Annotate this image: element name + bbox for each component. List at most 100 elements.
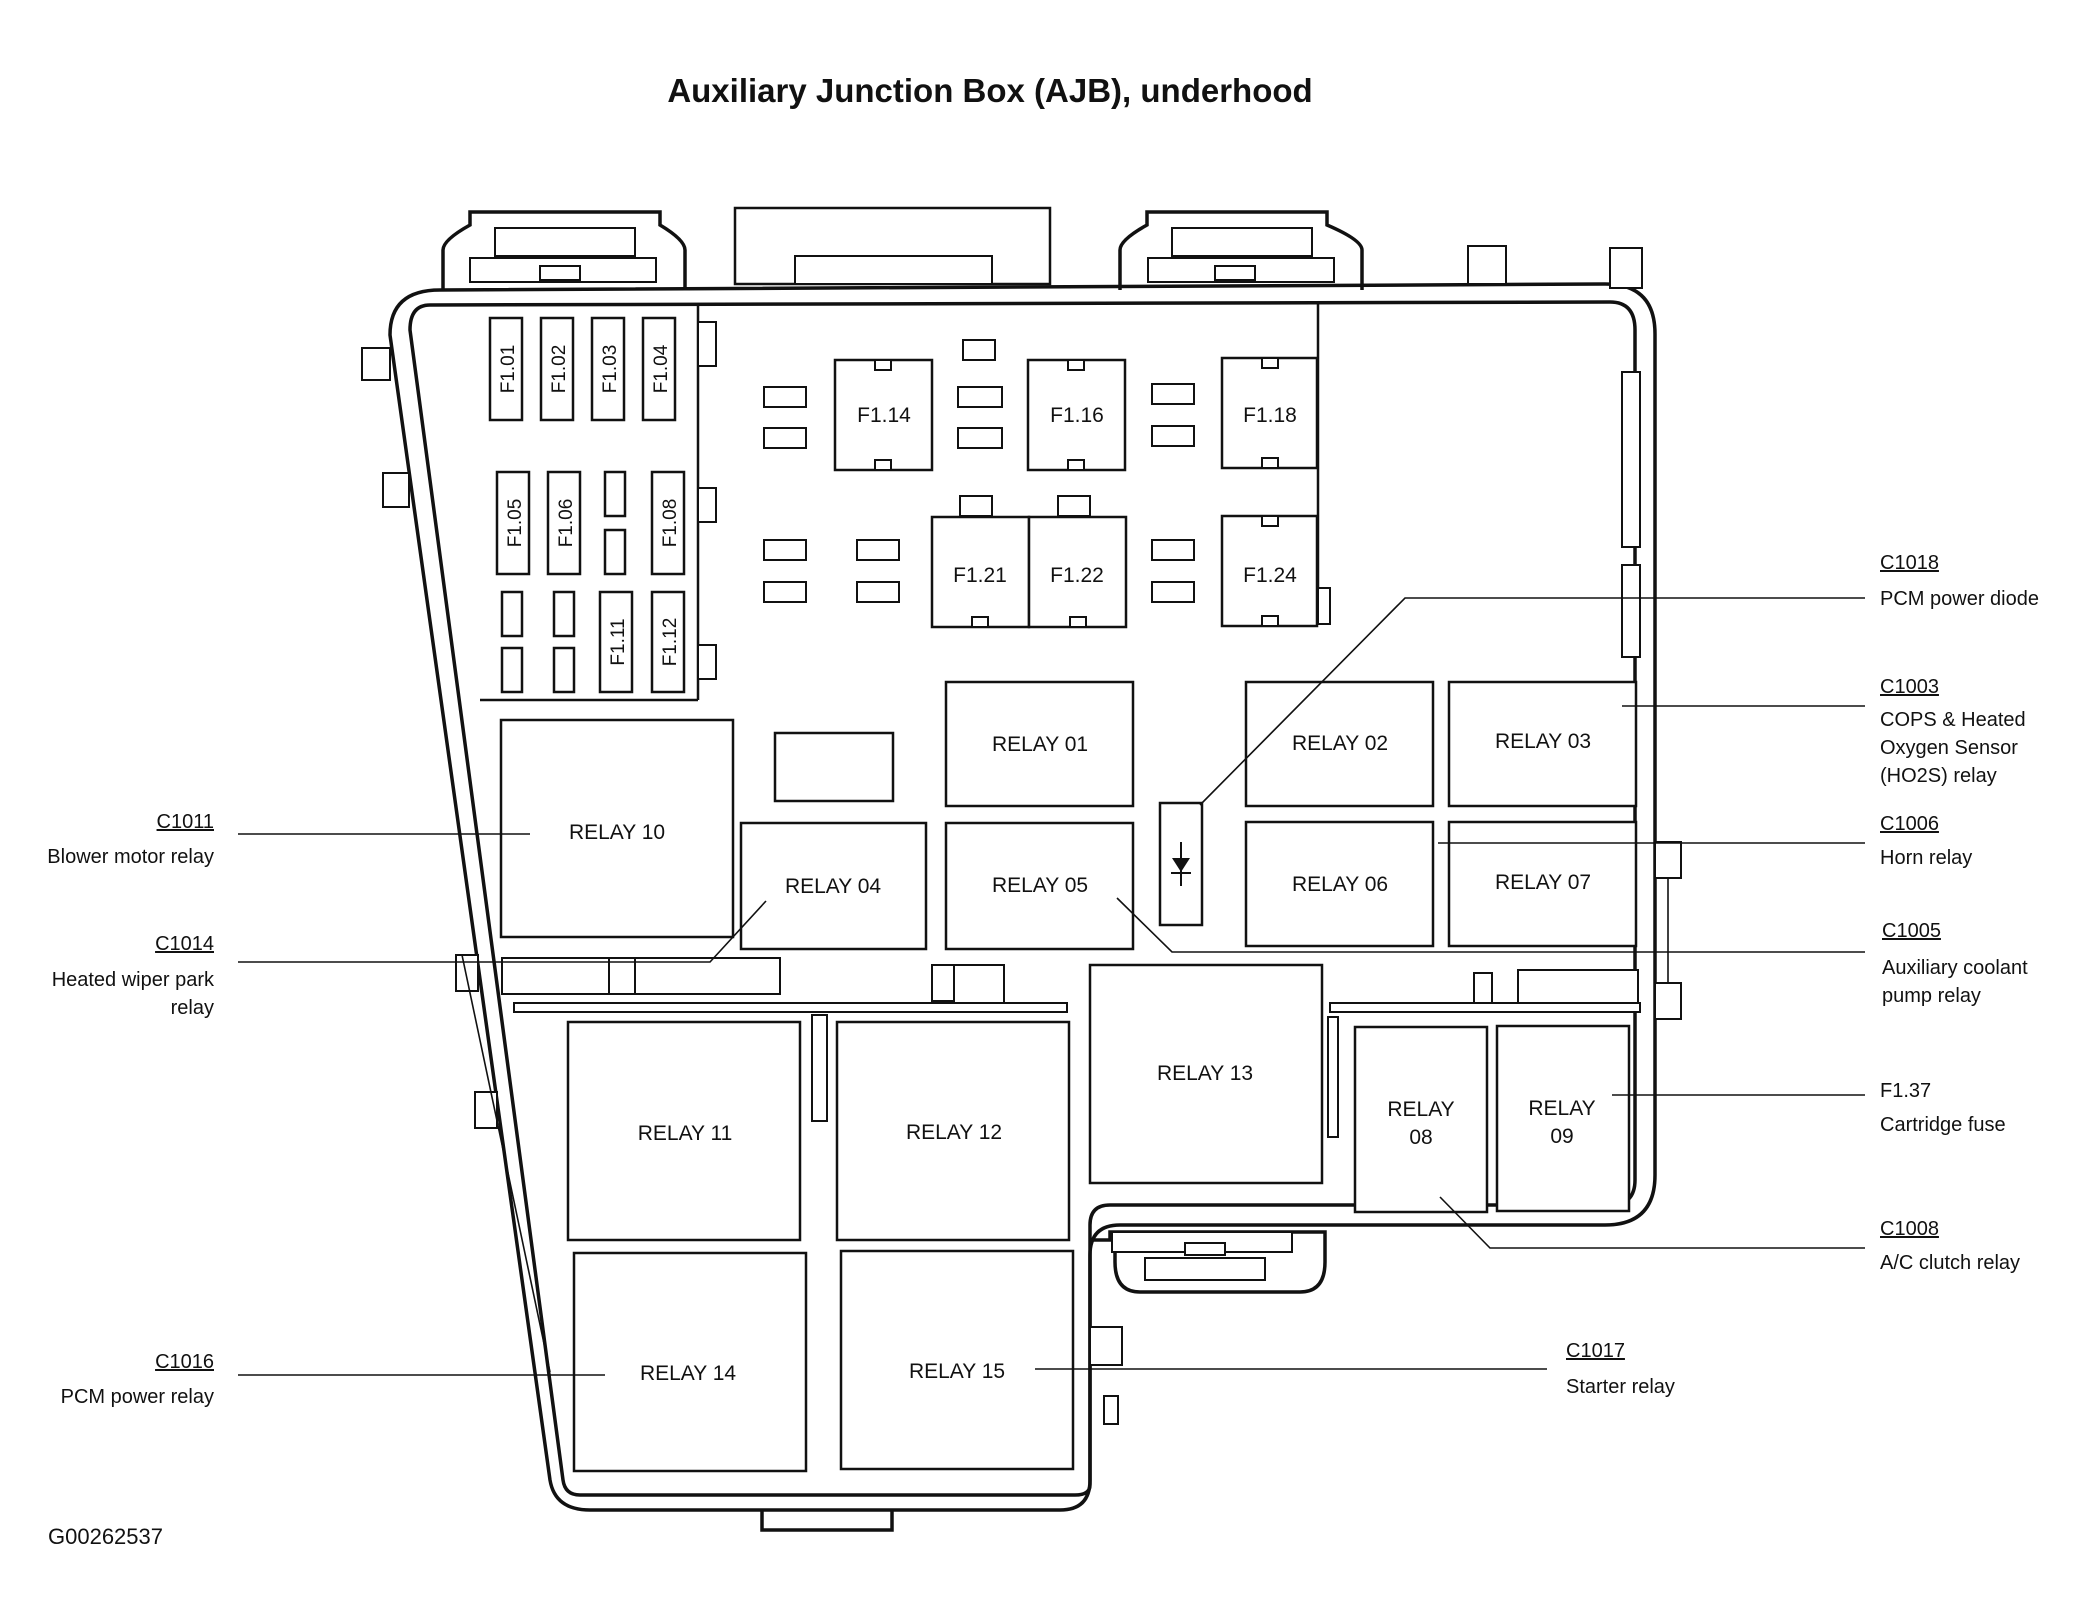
fuse-f121[interactable]: F1.21 bbox=[930, 495, 1031, 629]
fuse-f111-label: F1.11 bbox=[608, 618, 629, 665]
fuse-slot-empty-2[interactable] bbox=[603, 528, 627, 576]
rail-mid-post-2 bbox=[953, 964, 1005, 1004]
callout-c1016: C1016 PCM power relay bbox=[61, 1351, 214, 1408]
right-panel-tab bbox=[1317, 587, 1331, 625]
top-right-latch-nub bbox=[1214, 265, 1256, 281]
left-tab-2 bbox=[382, 472, 410, 508]
slot-d1 bbox=[763, 539, 807, 561]
slot-e1 bbox=[856, 539, 900, 561]
relay-14[interactable]: RELAY 14 bbox=[572, 1251, 808, 1473]
callout-c1017-line1: Starter relay bbox=[1566, 1376, 1675, 1398]
callout-f137: F1.37 Cartridge fuse bbox=[1880, 1080, 2006, 1136]
fuse-f108[interactable]: F1.08 bbox=[650, 470, 686, 576]
fuse-f112-label: F1.12 bbox=[660, 618, 681, 667]
callout-c1017-id: C1017 bbox=[1566, 1340, 1625, 1362]
rail-right-block bbox=[1517, 969, 1639, 1004]
relay-06[interactable]: RELAY 06 bbox=[1244, 820, 1435, 948]
fuse-f102[interactable]: F1.02 bbox=[539, 316, 575, 422]
left-tab-3 bbox=[455, 954, 479, 992]
fuse-f118[interactable]: F1.18 bbox=[1220, 356, 1319, 470]
callout-c1014: C1014 Heated wiper park relay bbox=[52, 933, 215, 1019]
right-rail-2 bbox=[1621, 564, 1641, 658]
figure-id: G00262537 bbox=[48, 1524, 163, 1549]
slot-b2 bbox=[957, 386, 1003, 408]
mini-fuses: F1.01 F1.02 F1.03 F1.04 F1.05 F1.06 F1.0… bbox=[488, 316, 686, 694]
relay-04-label: RELAY 04 bbox=[785, 875, 881, 898]
fuse-f105[interactable]: F1.05 bbox=[495, 470, 531, 576]
callout-c1003: C1003 COPS & Heated Oxygen Sensor (HO2S)… bbox=[1880, 676, 2026, 787]
panels bbox=[480, 302, 1641, 1138]
callout-f137-line1: Cartridge fuse bbox=[1880, 1114, 2006, 1136]
top-right-post-2 bbox=[1609, 247, 1643, 289]
top-left-latch bbox=[441, 210, 687, 290]
fuse-slot-empty-5[interactable] bbox=[552, 590, 576, 638]
housing-bottom-tab bbox=[760, 1510, 894, 1532]
callout-c1014-line1: Heated wiper park bbox=[52, 969, 215, 991]
top-left-latch-nub bbox=[539, 265, 581, 281]
maxi-fuses: F1.14 F1.16 F1.18 F1.21 F1.22 bbox=[763, 339, 1319, 629]
fuse-slot-empty-1[interactable] bbox=[603, 470, 627, 518]
fuse-f104[interactable]: F1.04 bbox=[641, 316, 677, 422]
bottom-right-latch-nub bbox=[1184, 1242, 1226, 1256]
relay-12[interactable]: RELAY 12 bbox=[835, 1020, 1071, 1242]
bottom-right-latch bbox=[1090, 1230, 1327, 1294]
callout-c1003-id: C1003 bbox=[1880, 676, 1939, 698]
relay-15-label: RELAY 15 bbox=[909, 1360, 1005, 1383]
callout-c1018-line1: PCM power diode bbox=[1880, 588, 2039, 610]
relay-10[interactable]: RELAY 10 bbox=[499, 718, 735, 939]
top-right-latch bbox=[1118, 210, 1364, 290]
fuse-f114[interactable]: F1.14 bbox=[833, 358, 934, 472]
callout-c1016-id: C1016 bbox=[155, 1351, 214, 1373]
callout-c1014-id: C1014 bbox=[155, 933, 214, 955]
callout-c1014-line2: relay bbox=[171, 997, 214, 1019]
diode-c1018[interactable] bbox=[1158, 801, 1204, 927]
relay-07[interactable]: RELAY 07 bbox=[1447, 820, 1638, 948]
rail-left-block bbox=[608, 957, 636, 995]
leader-c1008 bbox=[1439, 1196, 1865, 1249]
fuse-f104-label: F1.04 bbox=[651, 344, 672, 393]
fuse-slot-empty-6[interactable] bbox=[552, 646, 576, 694]
relay-06-label: RELAY 06 bbox=[1292, 873, 1388, 896]
fuse-f116-label: F1.16 bbox=[1050, 404, 1104, 427]
relay-13[interactable]: RELAY 13 bbox=[1088, 963, 1324, 1185]
relay-04[interactable]: RELAY 04 bbox=[739, 821, 928, 951]
relay-03[interactable]: RELAY 03 bbox=[1447, 680, 1638, 808]
relay-09-label-1: RELAY bbox=[1528, 1097, 1595, 1120]
slot-b3 bbox=[957, 427, 1003, 449]
fuse-slot-empty-3[interactable] bbox=[500, 590, 524, 638]
callout-c1003-line3: (HO2S) relay bbox=[1880, 765, 1997, 787]
relay-02[interactable]: RELAY 02 bbox=[1244, 680, 1435, 808]
fuse-f124[interactable]: F1.24 bbox=[1220, 514, 1319, 628]
callout-c1003-line1: COPS & Heated bbox=[1880, 709, 2026, 731]
right-tab-2 bbox=[1654, 982, 1682, 1020]
fuse-f122[interactable]: F1.22 bbox=[1027, 495, 1128, 629]
relay-01[interactable]: RELAY 01 bbox=[944, 680, 1135, 808]
fuse-f111[interactable]: F1.11 bbox=[598, 590, 634, 694]
callout-c1008: C1008 A/C clutch relay bbox=[1880, 1218, 2020, 1274]
callout-c1011-id: C1011 bbox=[157, 811, 214, 833]
divider-1 bbox=[811, 1014, 828, 1122]
left-tab-4 bbox=[474, 1091, 498, 1129]
relay-15[interactable]: RELAY 15 bbox=[839, 1249, 1075, 1471]
relay-02-label: RELAY 02 bbox=[1292, 732, 1388, 755]
callout-c1005: C1005 Auxiliary coolant pump relay bbox=[1882, 920, 2028, 1007]
callout-c1011-line1: Blower motor relay bbox=[47, 846, 214, 868]
fuse-f106[interactable]: F1.06 bbox=[546, 470, 582, 576]
fuse-slot-empty-4[interactable] bbox=[500, 646, 524, 694]
relay-11[interactable]: RELAY 11 bbox=[566, 1020, 802, 1242]
relay-08[interactable]: RELAY 08 bbox=[1353, 1025, 1489, 1214]
fuse-f112[interactable]: F1.12 bbox=[650, 590, 686, 694]
relay-09[interactable]: RELAY 09 bbox=[1495, 1024, 1631, 1213]
fuse-f101[interactable]: F1.01 bbox=[488, 316, 524, 422]
callout-f137-id: F1.37 bbox=[1880, 1080, 1931, 1102]
callout-c1005-id: C1005 bbox=[1882, 920, 1941, 942]
fuse-f118-label: F1.18 bbox=[1243, 404, 1297, 427]
fuse-f103[interactable]: F1.03 bbox=[590, 316, 626, 422]
relay-07-label: RELAY 07 bbox=[1495, 871, 1591, 894]
callout-c1008-line1: A/C clutch relay bbox=[1880, 1252, 2020, 1274]
relay-05[interactable]: RELAY 05 bbox=[944, 821, 1135, 951]
relay-05-label: RELAY 05 bbox=[992, 874, 1088, 897]
fuse-f116[interactable]: F1.16 bbox=[1026, 358, 1127, 472]
fuse-f103-label: F1.03 bbox=[600, 345, 621, 394]
